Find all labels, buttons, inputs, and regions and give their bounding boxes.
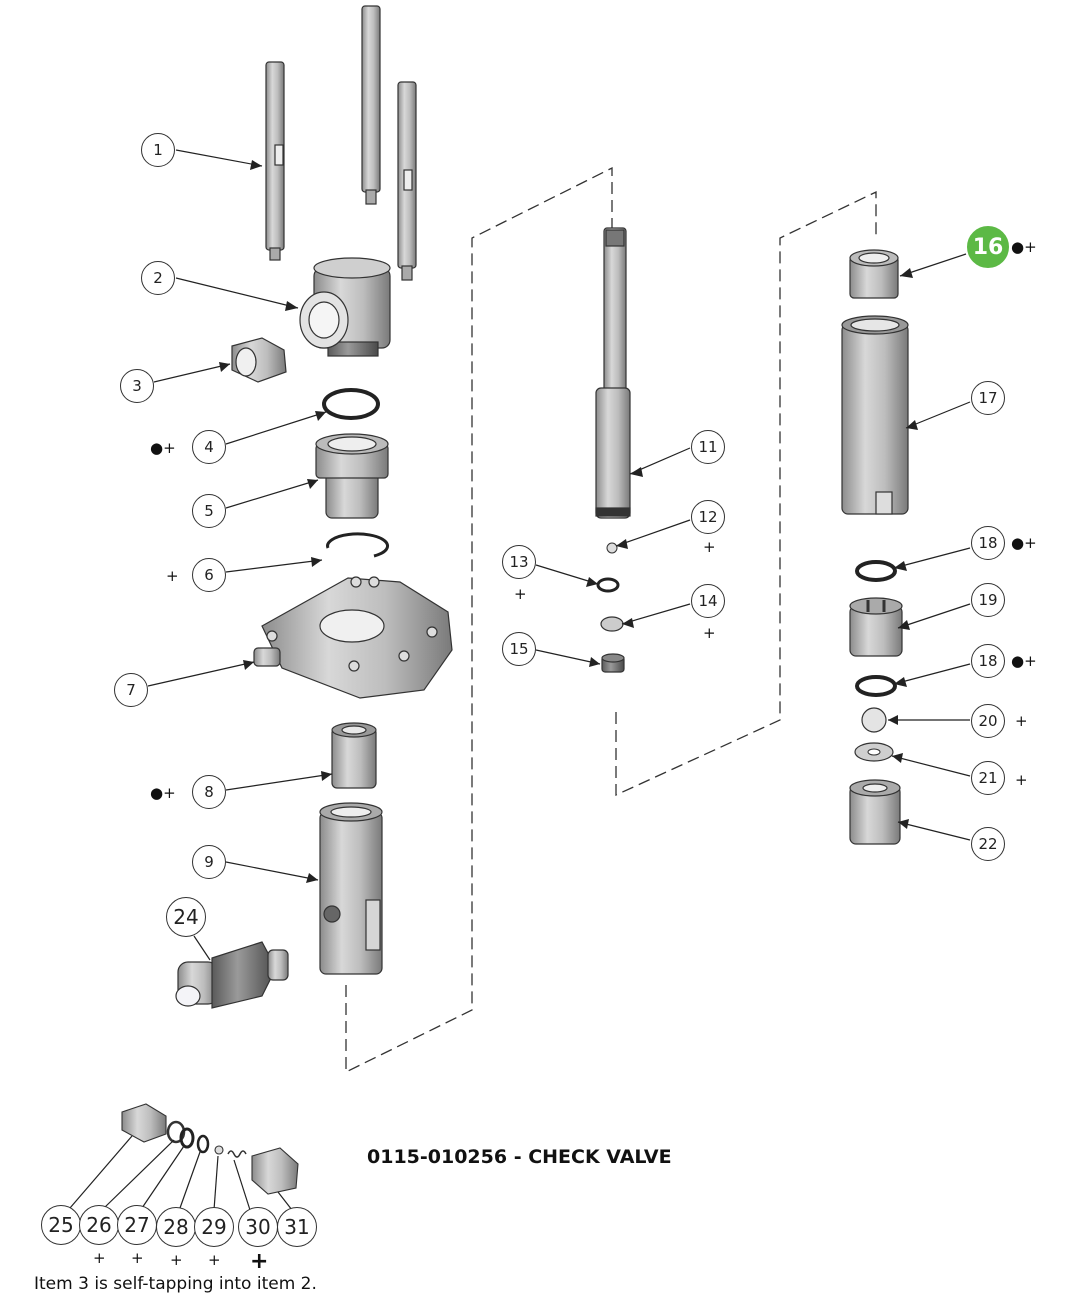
callout-28: 28: [156, 1207, 196, 1247]
callout-20: 20: [971, 704, 1005, 738]
callout-24: 24: [166, 897, 206, 937]
callout-18b: 18: [971, 644, 1005, 678]
leader-lines: [69, 149, 971, 1211]
callout-3: 3: [120, 369, 154, 403]
part-rods: [265, 5, 417, 281]
diagram-title: 0115-010256 - CHECK VALVE: [367, 1146, 672, 1168]
callout-16: 16: [967, 226, 1009, 268]
callout-17: 17: [971, 381, 1005, 415]
leader-arrowheads: [219, 160, 918, 883]
part-piston-rod: [595, 227, 631, 519]
part-o-ring-18-bottom: [855, 675, 897, 697]
part-washer-21: [854, 742, 894, 762]
callout-4: 4: [192, 430, 226, 464]
part-nut-15: [601, 653, 625, 673]
part-coupler: [175, 941, 289, 1009]
callout-9: 9: [192, 845, 226, 879]
part-nut: [315, 433, 389, 519]
part-seat-14: [600, 616, 624, 632]
callout-7: 7: [114, 673, 148, 707]
assembly-lines: [345, 166, 877, 1074]
callout-26: 26: [79, 1205, 119, 1245]
part-tee-body: [299, 257, 391, 357]
callout-16-marks: ●+: [1011, 238, 1037, 256]
part-housing: [319, 802, 383, 975]
part-snap-ring: [326, 532, 390, 558]
callout-21-marks: +: [1015, 771, 1028, 789]
callout-22: 22: [971, 827, 1005, 861]
callout-28-marks: +: [170, 1251, 183, 1269]
callout-19: 19: [971, 583, 1005, 617]
callout-14-marks: +: [703, 624, 716, 642]
part-cylinder: [841, 315, 909, 515]
callout-1: 1: [141, 133, 175, 167]
callout-15: 15: [502, 632, 536, 666]
callout-27-marks: +: [131, 1249, 144, 1267]
part-washer-13: [596, 577, 620, 593]
callout-8-marks: ●+: [150, 784, 176, 802]
callout-18a: 18: [971, 526, 1005, 560]
callout-30-marks: +: [250, 1249, 269, 1274]
callout-20-marks: +: [1015, 712, 1028, 730]
part-mounting-plate: [253, 576, 453, 699]
callout-12: 12: [691, 500, 725, 534]
callout-5: 5: [192, 494, 226, 528]
callout-13-marks: +: [514, 585, 527, 603]
callout-6: 6: [192, 558, 226, 592]
callout-6-marks: +: [166, 567, 179, 585]
callout-29-marks: +: [208, 1251, 221, 1269]
part-fitting-22: [849, 779, 901, 845]
part-o-ring-4: [322, 388, 380, 420]
callout-25: 25: [41, 1205, 81, 1245]
part-seal-cup: [849, 249, 899, 299]
callout-18a-marks: ●+: [1011, 534, 1037, 552]
callout-30: 30: [238, 1207, 278, 1247]
part-check-valve-assembly: [121, 1103, 299, 1195]
callout-8: 8: [192, 775, 226, 809]
callout-11: 11: [691, 430, 725, 464]
part-ball-12: [606, 542, 618, 554]
callout-4-marks: ●+: [150, 439, 176, 457]
part-o-ring-18-top: [855, 560, 897, 582]
callout-14: 14: [691, 584, 725, 618]
callout-31: 31: [277, 1207, 317, 1247]
callout-2: 2: [141, 261, 175, 295]
callout-26-marks: +: [93, 1249, 106, 1267]
callout-12-marks: +: [703, 538, 716, 556]
diagram-note: Item 3 is self-tapping into item 2.: [34, 1274, 317, 1294]
callout-27: 27: [117, 1205, 157, 1245]
callout-18b-marks: ●+: [1011, 652, 1037, 670]
part-cartridge: [331, 722, 377, 789]
part-ball-20: [861, 707, 887, 733]
callout-21: 21: [971, 761, 1005, 795]
callout-29: 29: [194, 1207, 234, 1247]
part-bushing: [231, 337, 287, 383]
part-valve-seat-19: [849, 597, 903, 657]
callout-13: 13: [502, 545, 536, 579]
